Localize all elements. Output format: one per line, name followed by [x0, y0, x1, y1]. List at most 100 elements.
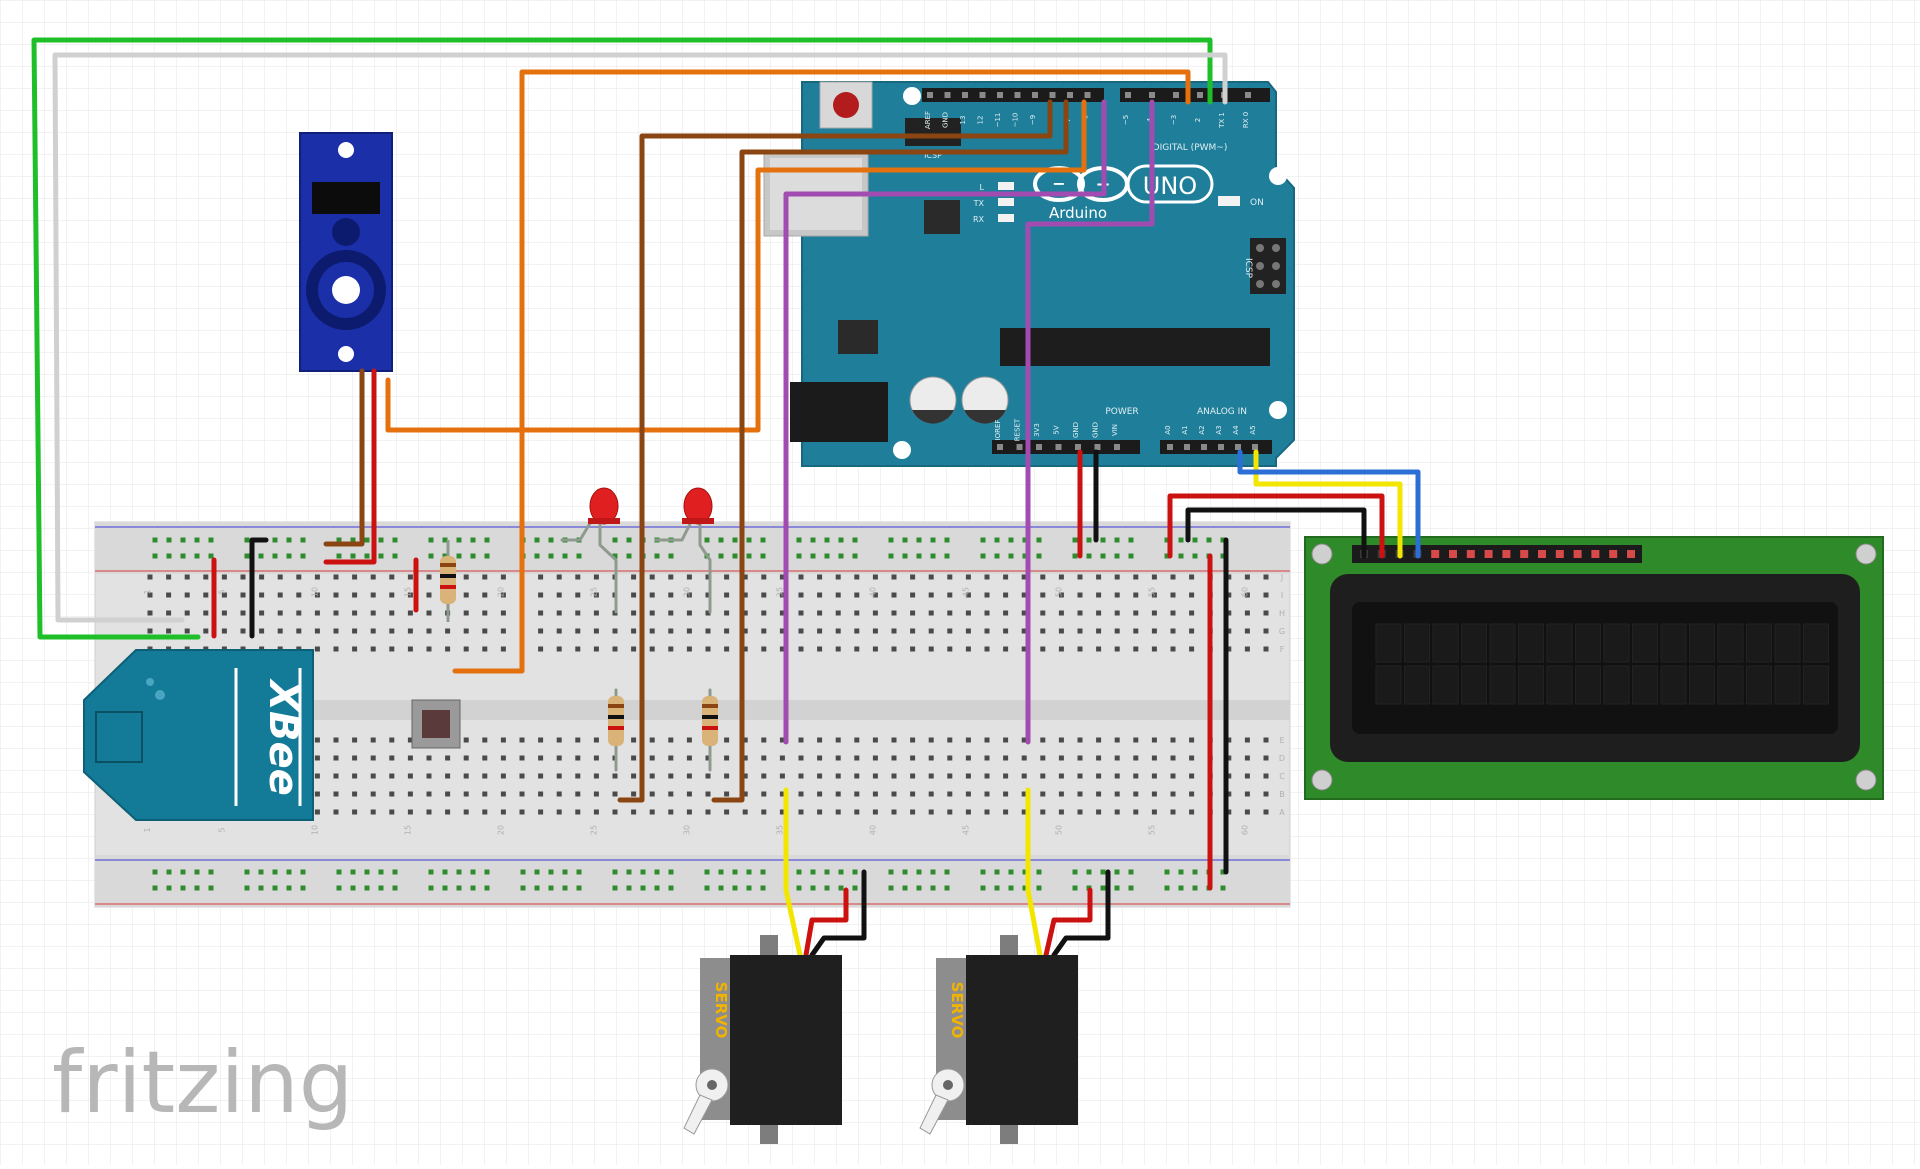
breadboard-hole[interactable] [891, 755, 897, 761]
rail-hole[interactable] [272, 869, 278, 875]
breadboard-hole[interactable] [965, 791, 971, 797]
breadboard-hole[interactable] [779, 809, 785, 815]
breadboard-hole[interactable] [296, 628, 302, 634]
breadboard-hole[interactable] [296, 574, 302, 580]
header-pin[interactable] [1055, 444, 1062, 450]
rail-hole[interactable] [1128, 553, 1134, 559]
wire-purple[interactable] [783, 99, 1107, 745]
breadboard-hole[interactable] [910, 809, 916, 815]
header-pin[interactable] [1084, 92, 1091, 98]
breadboard-hole[interactable] [1096, 791, 1102, 797]
rail-hole[interactable] [180, 553, 186, 559]
breadboard-hole[interactable] [798, 755, 804, 761]
rail-hole[interactable] [300, 553, 306, 559]
header-pin[interactable] [1036, 444, 1042, 450]
breadboard-hole[interactable] [724, 592, 730, 598]
rail-hole[interactable] [378, 869, 384, 875]
rail-hole[interactable] [392, 537, 398, 543]
rail-hole[interactable] [166, 869, 172, 875]
resistor-led-1[interactable] [608, 696, 624, 746]
breadboard-hole[interactable] [631, 737, 637, 743]
rail-hole[interactable] [350, 869, 356, 875]
breadboard-hole[interactable] [854, 755, 860, 761]
rail-hole[interactable] [732, 885, 738, 891]
breadboard-hole[interactable] [147, 610, 153, 616]
rail-hole[interactable] [838, 537, 844, 543]
lcd-pin[interactable] [1591, 550, 1600, 558]
rail-hole[interactable] [286, 885, 292, 891]
rail-hole[interactable] [484, 553, 490, 559]
rail-hole[interactable] [810, 869, 816, 875]
breadboard-hole[interactable] [593, 574, 599, 580]
breadboard-hole[interactable] [1114, 592, 1120, 598]
wire-servo1-yellow[interactable] [783, 787, 803, 958]
breadboard-hole[interactable] [482, 737, 488, 743]
breadboard-hole[interactable] [631, 755, 637, 761]
breadboard-hole[interactable] [1263, 646, 1269, 652]
rail-hole[interactable] [1036, 537, 1042, 543]
wire-power-black[interactable] [249, 537, 269, 639]
rail-hole[interactable] [520, 869, 526, 875]
breadboard-hole[interactable] [1244, 574, 1250, 580]
rail-hole[interactable] [1192, 537, 1198, 543]
breadboard-hole[interactable] [742, 628, 748, 634]
breadboard-hole[interactable] [649, 646, 655, 652]
breadboard-hole[interactable] [538, 628, 544, 634]
rail-hole[interactable] [612, 553, 618, 559]
breadboard-hole[interactable] [1170, 791, 1176, 797]
wire-servo2-black[interactable] [1051, 869, 1111, 958]
breadboard-hole[interactable] [910, 737, 916, 743]
breadboard-hole[interactable] [1114, 610, 1120, 616]
rail-hole[interactable] [994, 537, 1000, 543]
breadboard-hole[interactable] [1170, 646, 1176, 652]
breadboard-hole[interactable] [965, 773, 971, 779]
breadboard-hole[interactable] [891, 809, 897, 815]
header-pin[interactable] [1252, 444, 1258, 450]
rail-hole[interactable] [548, 885, 554, 891]
rail-hole[interactable] [746, 869, 752, 875]
breadboard-hole[interactable] [445, 755, 451, 761]
breadboard-hole[interactable] [705, 646, 711, 652]
breadboard-hole[interactable] [779, 773, 785, 779]
breadboard-hole[interactable] [1058, 737, 1064, 743]
breadboard-hole[interactable] [296, 610, 302, 616]
rail-hole[interactable] [902, 869, 908, 875]
breadboard-hole[interactable] [538, 809, 544, 815]
rail-hole[interactable] [300, 885, 306, 891]
breadboard-hole[interactable] [965, 628, 971, 634]
breadboard-hole[interactable] [631, 628, 637, 634]
breadboard-hole[interactable] [500, 646, 506, 652]
breadboard-hole[interactable] [1077, 791, 1083, 797]
rail-hole[interactable] [916, 869, 922, 875]
breadboard-hole[interactable] [891, 628, 897, 634]
rail-hole[interactable] [930, 885, 936, 891]
rail-hole[interactable] [208, 869, 214, 875]
breadboard-hole[interactable] [1021, 592, 1027, 598]
servo-motor-2[interactable]: SERVO [919, 935, 1078, 1144]
breadboard-hole[interactable] [1021, 610, 1027, 616]
breadboard-hole[interactable] [705, 773, 711, 779]
breadboard-hole[interactable] [463, 773, 469, 779]
breadboard-hole[interactable] [1151, 773, 1157, 779]
rail-hole[interactable] [484, 885, 490, 891]
rail-hole[interactable] [336, 537, 342, 543]
breadboard-hole[interactable] [724, 809, 730, 815]
rail-hole[interactable] [994, 885, 1000, 891]
rail-hole[interactable] [244, 869, 250, 875]
breadboard-hole[interactable] [389, 628, 395, 634]
breadboard-hole[interactable] [1077, 773, 1083, 779]
breadboard-hole[interactable] [407, 646, 413, 652]
breadboard-hole[interactable] [798, 809, 804, 815]
breadboard-hole[interactable] [370, 773, 376, 779]
breadboard-hole[interactable] [928, 628, 934, 634]
rail-hole[interactable] [1008, 537, 1014, 543]
breadboard-hole[interactable] [742, 791, 748, 797]
breadboard-hole[interactable] [1096, 755, 1102, 761]
breadboard-hole[interactable] [352, 737, 358, 743]
rail-hole[interactable] [980, 553, 986, 559]
breadboard-hole[interactable] [928, 592, 934, 598]
rail-hole[interactable] [364, 553, 370, 559]
breadboard-hole[interactable] [1263, 574, 1269, 580]
rail-hole[interactable] [208, 537, 214, 543]
rail-hole[interactable] [732, 553, 738, 559]
